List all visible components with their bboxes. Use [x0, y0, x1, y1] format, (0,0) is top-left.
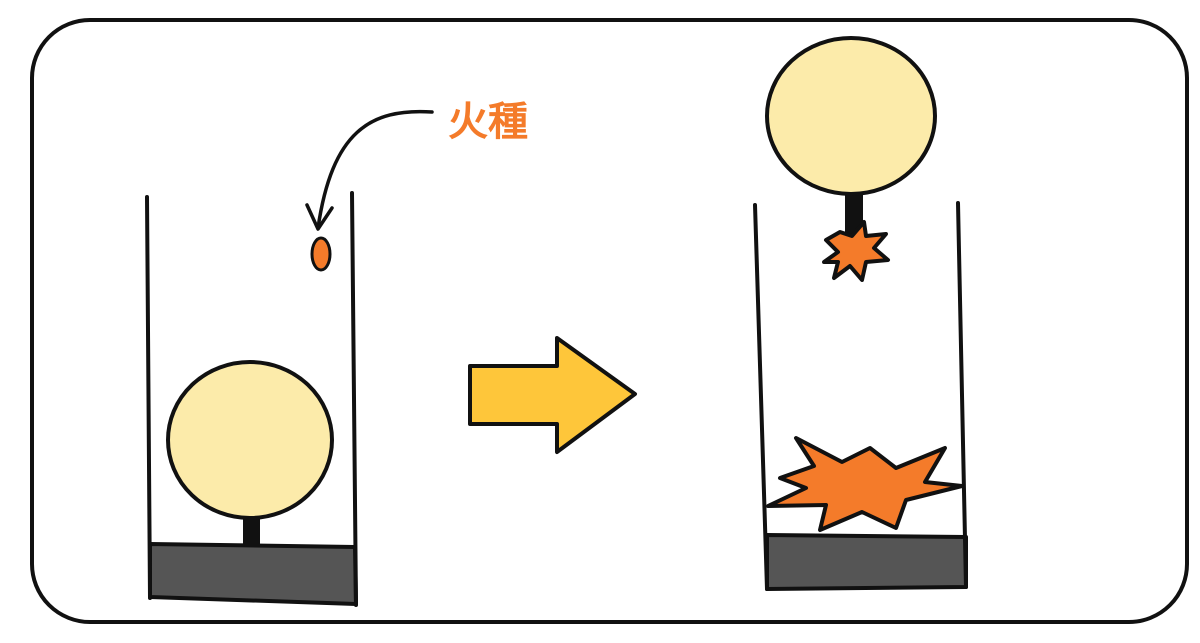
before-container-right-wall	[350, 191, 358, 607]
spark-label: 火種	[448, 99, 528, 145]
stem-flame	[822, 220, 890, 282]
after-balloon-stem	[845, 186, 863, 236]
diagram-frame	[30, 18, 1189, 624]
before-scene: 火種	[145, 99, 528, 607]
base-explosion	[766, 436, 964, 532]
after-container-left-wall	[753, 203, 769, 591]
spark-ember	[310, 236, 332, 272]
after-base	[765, 533, 968, 591]
after-scene	[753, 36, 968, 591]
right-arrow-icon	[468, 336, 637, 454]
after-container-right-wall	[956, 201, 968, 589]
before-balloon-stem	[243, 514, 260, 546]
curved-arrow-icon	[305, 109, 434, 231]
before-base	[148, 542, 358, 606]
before-balloon	[166, 360, 334, 520]
before-container-left-wall	[145, 195, 152, 600]
after-balloon	[765, 36, 937, 196]
